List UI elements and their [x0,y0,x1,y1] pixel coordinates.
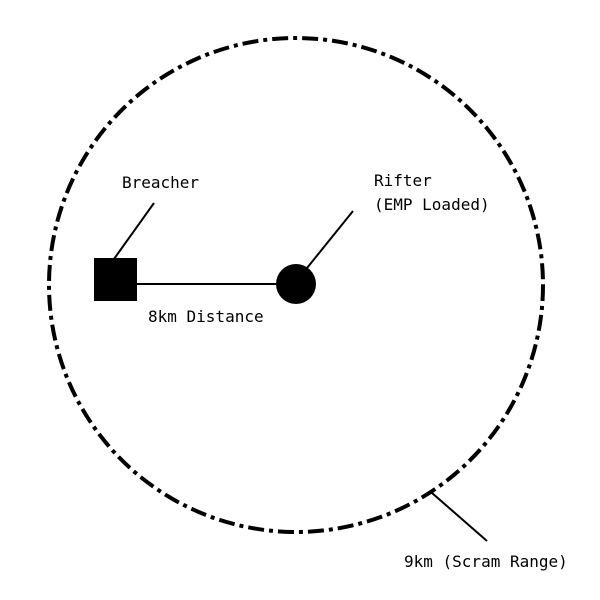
breacher-label: Breacher [122,173,199,192]
rifter-label-line2: (EMP Loaded) [374,195,490,214]
scram-range-label: 9km (Scram Range) [404,552,568,571]
rifter-leader-line [306,210,354,269]
distance-label: 8km Distance [148,307,264,326]
breacher-leader-line [113,202,155,260]
rifter-label-line1: Rifter [374,171,432,190]
scram-range-circle [47,36,545,534]
range-leader-line [431,492,488,542]
breacher-square [94,258,137,301]
rifter-circle [276,264,316,304]
